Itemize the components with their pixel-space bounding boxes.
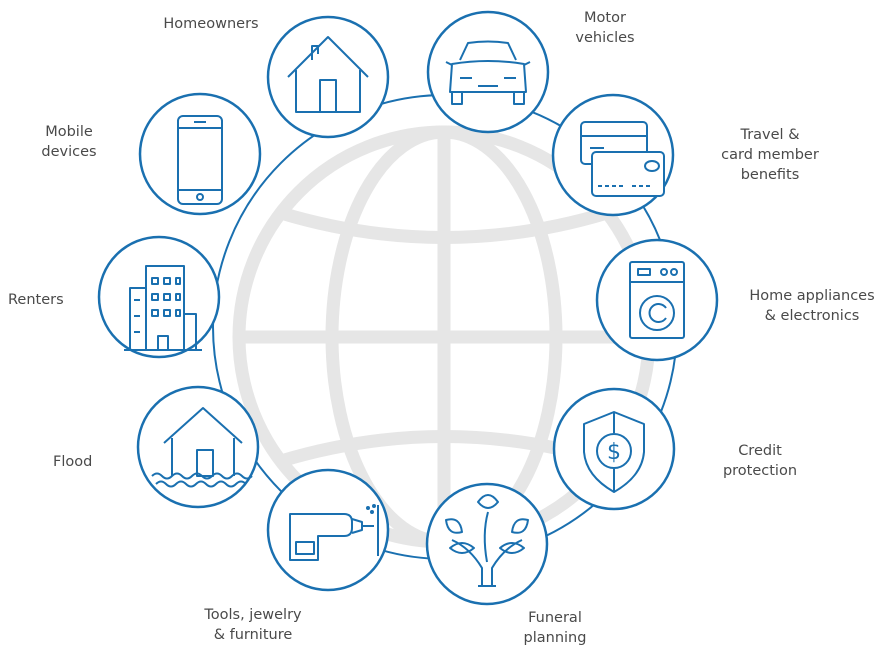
svg-text:$: $ <box>607 440 621 465</box>
label-homeowners: Homeowners <box>163 16 259 32</box>
renters-node[interactable] <box>97 235 221 359</box>
mobile-devices-node[interactable] <box>138 92 262 216</box>
label-home-appliances: Home appliances & electronics <box>749 288 875 324</box>
flowers-icon <box>445 494 529 587</box>
motor-vehicles-node[interactable] <box>426 10 550 134</box>
label-credit-protection: Credit protection <box>722 443 798 479</box>
drill-icon <box>289 504 379 561</box>
smartphone-icon <box>177 115 223 205</box>
house-icon <box>287 36 369 113</box>
dollar-shield-icon: $ <box>583 411 645 493</box>
tools-jewelry-furniture-node[interactable] <box>266 468 390 592</box>
apartment-building-icon <box>124 265 202 351</box>
credit-protection-node[interactable]: $ <box>552 387 676 511</box>
label-motor-vehicles: Motor vehicles <box>575 10 635 46</box>
label-renters: Renters <box>8 292 64 308</box>
home-appliances-node[interactable] <box>595 238 719 362</box>
travel-card-node[interactable] <box>551 93 675 217</box>
flooded-house-icon <box>151 407 253 488</box>
car-icon <box>445 40 531 105</box>
label-flood: Flood <box>53 454 93 470</box>
label-funeral-planning: Funeral planning <box>523 610 587 646</box>
homeowners-node[interactable] <box>266 15 390 139</box>
label-travel-card-benefits: Travel & card member benefits <box>721 127 819 183</box>
funeral-planning-node[interactable] <box>425 482 549 606</box>
label-mobile-devices: Mobile devices <box>41 124 97 160</box>
credit-card-icon <box>580 121 665 197</box>
washing-machine-icon <box>629 261 685 339</box>
label-tools-jewelry-furniture: Tools, jewelry & furniture <box>204 607 302 643</box>
flood-node[interactable] <box>136 385 260 509</box>
